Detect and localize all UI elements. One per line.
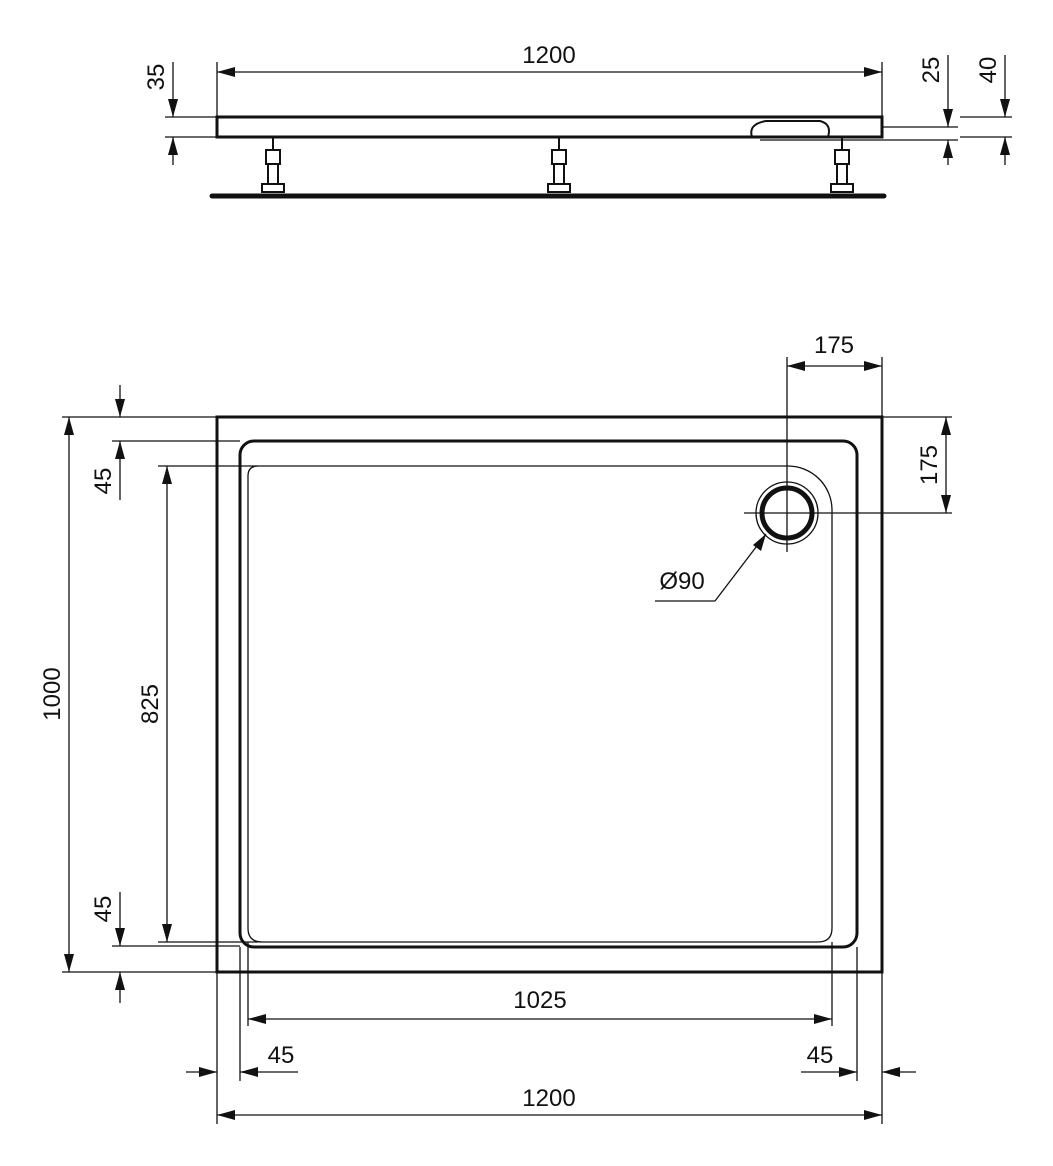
dim-side-drain-depth: 25 (882, 55, 958, 165)
drain-offset-x-label: 175 (814, 332, 854, 359)
dim-rim-top: 45 (90, 385, 240, 500)
drain-diameter-label: Ø90 (659, 568, 704, 595)
side-drain-bulge (750, 120, 830, 138)
dim-drain-offset-x: 175 (787, 332, 883, 417)
top-outer-edge (215, 415, 884, 974)
inner-depth-label: 825 (137, 684, 164, 724)
side-thickness-label: 35 (143, 64, 170, 91)
inner-width-label: 1025 (513, 987, 566, 1014)
dim-overall-depth: 1000 (39, 416, 217, 973)
dim-rim-right: 45 (801, 947, 916, 1081)
top-basin-floor (247, 465, 833, 943)
dim-rim-left: 45 (186, 947, 298, 1081)
rim-right-label: 45 (807, 1042, 834, 1069)
dim-rim-bottom: 45 (90, 892, 240, 1003)
dim-drain-diameter: Ø90 (655, 533, 767, 602)
dim-side-total-height: 40 (960, 55, 1012, 165)
rim-left-label: 45 (268, 1042, 295, 1069)
side-total-height-label: 40 (975, 57, 1002, 84)
side-view: 1200 35 25 (143, 42, 1012, 199)
top-rim-inner-edge (238, 439, 859, 949)
rim-top-label: 45 (90, 468, 117, 495)
overall-depth-label: 1000 (39, 667, 66, 720)
dim-inner-width: 1025 (247, 942, 833, 1026)
top-view: Ø90 175 175 1000 (39, 332, 952, 1124)
dim-inner-depth: 825 (137, 465, 258, 943)
side-leg-middle (547, 137, 571, 193)
side-drain-depth-label: 25 (918, 57, 945, 84)
dim-drain-offset-y: 175 (882, 416, 952, 513)
dim-side-length: 1200 (216, 42, 883, 117)
overall-width-label: 1200 (522, 1085, 575, 1112)
drain-offset-y-label: 175 (916, 445, 943, 485)
side-leg-left (261, 137, 285, 193)
drain-outlet (744, 357, 952, 552)
dim-overall-width: 1200 (216, 972, 883, 1124)
side-leg-right (830, 137, 854, 193)
side-length-label: 1200 (522, 42, 575, 69)
dim-side-thickness: 35 (143, 62, 217, 165)
rim-bottom-label: 45 (90, 896, 117, 923)
